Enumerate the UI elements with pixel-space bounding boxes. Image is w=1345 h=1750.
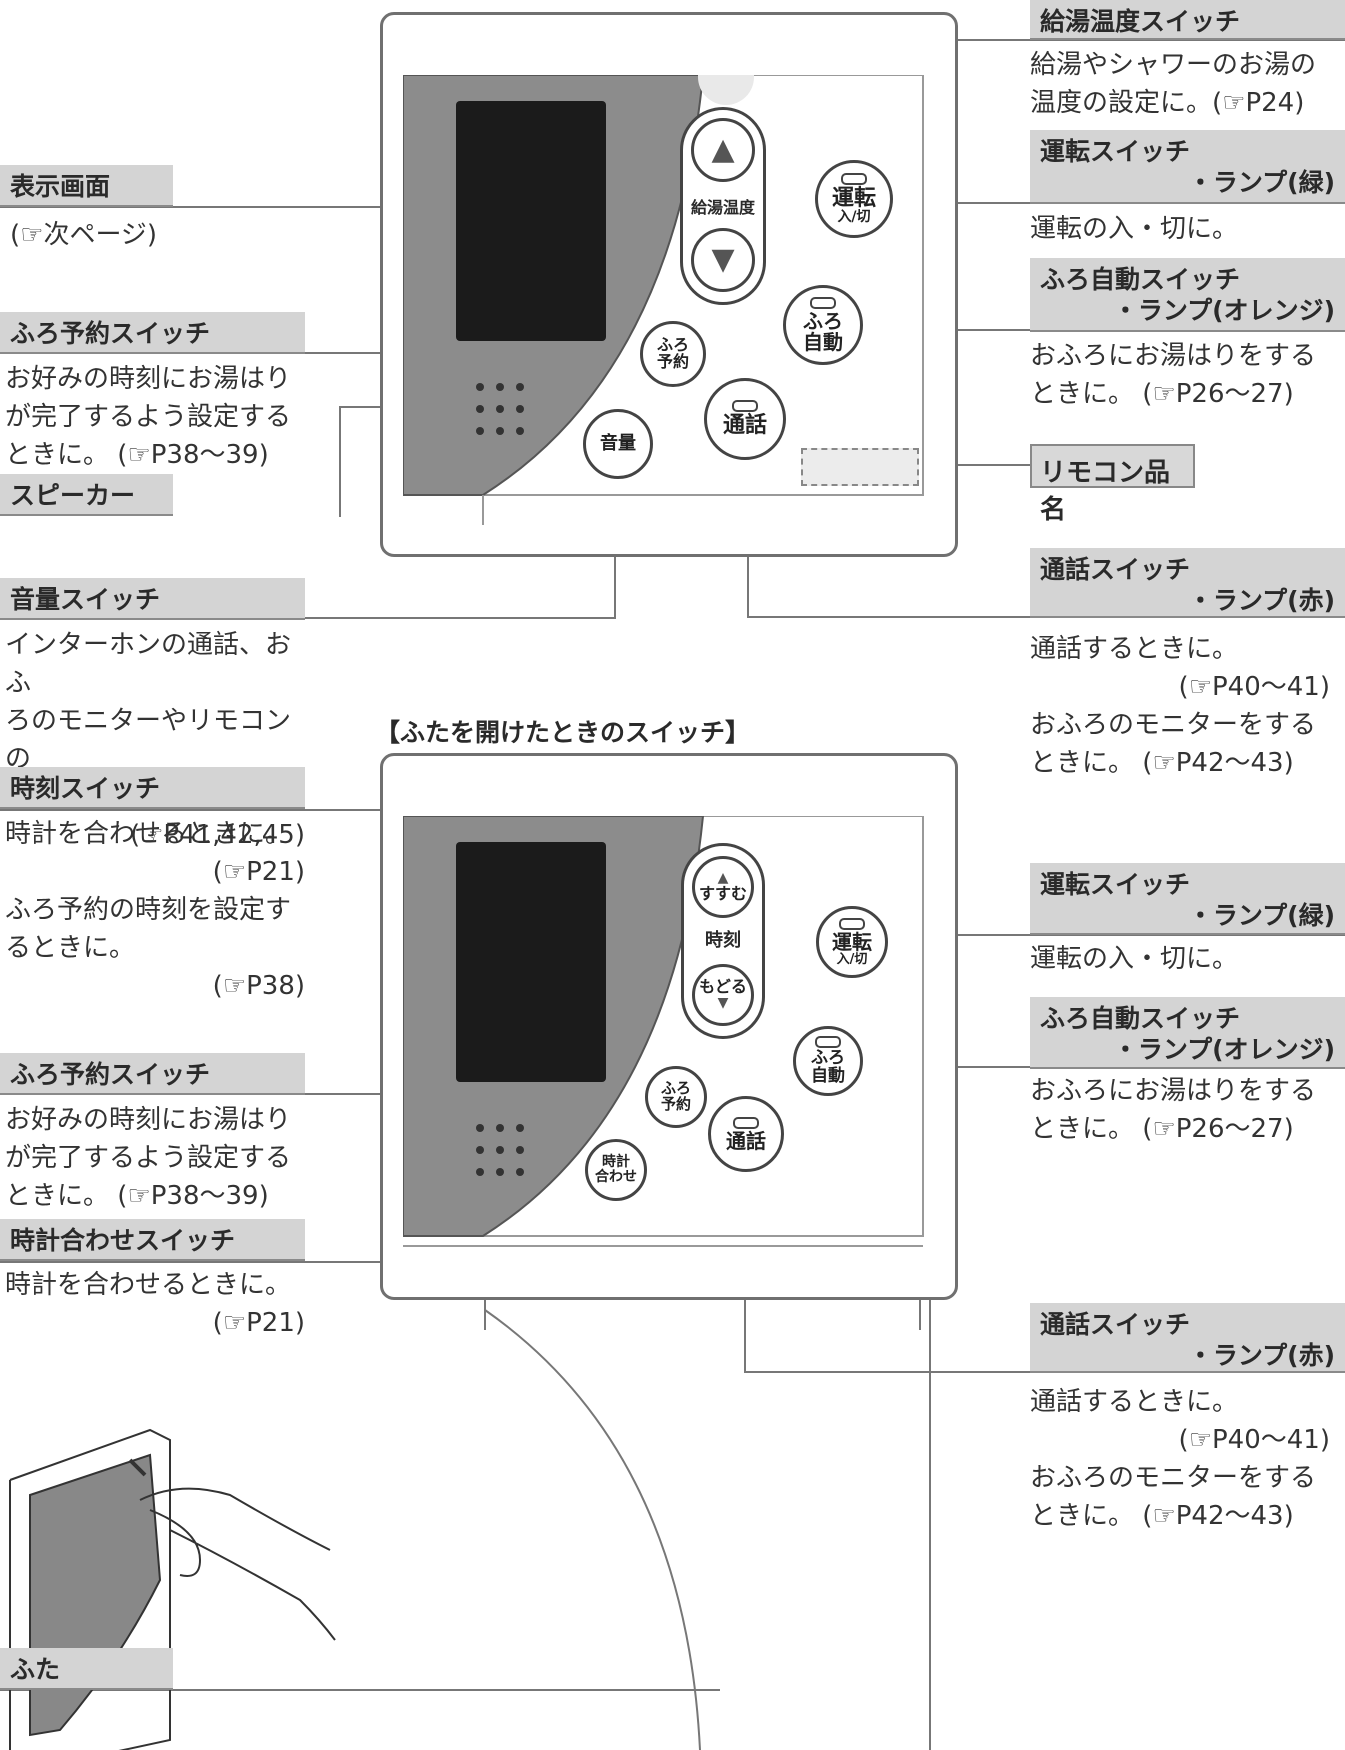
speaker-hole bbox=[476, 1124, 484, 1132]
desc-call-2: 通話するときに。 (☞P40〜41) おふろのモニターをする ときに。 (☞P4… bbox=[1030, 1387, 1330, 1531]
clock-set-button[interactable]: 時計 合わせ bbox=[585, 1139, 647, 1201]
power-button-bottom[interactable]: 運転 入/切 bbox=[816, 906, 888, 978]
label-call-1: 通話スイッチ・ランプ(赤) bbox=[1030, 548, 1345, 618]
speaker-hole bbox=[516, 405, 524, 413]
hot-water-temp-switch[interactable]: ▲ 給湯温度 ▼ bbox=[680, 107, 766, 305]
triangle-up-icon: ▲ bbox=[717, 870, 729, 887]
desc-hot-water-temp: 給湯やシャワーのお湯の 温度の設定に。(☞P24) bbox=[1030, 50, 1317, 118]
triangle-down-icon: ▼ bbox=[717, 995, 729, 1012]
speaker-hole bbox=[516, 427, 524, 435]
label-bath-auto-1: ふろ自動スイッチ・ランプ(オレンジ) bbox=[1030, 258, 1345, 332]
bath-auto-button-bottom[interactable]: ふろ 自動 bbox=[793, 1026, 863, 1096]
clock-forward-button[interactable]: ▲ すすむ bbox=[692, 856, 754, 918]
label-lid: ふた bbox=[0, 1648, 173, 1690]
power-lamp bbox=[841, 173, 867, 186]
volume-button-top[interactable]: 音量 bbox=[583, 409, 653, 479]
display-screen bbox=[456, 101, 606, 341]
speaker-hole bbox=[496, 1146, 504, 1154]
speaker-hole bbox=[516, 383, 524, 391]
label-display-screen: 表示画面 bbox=[0, 165, 173, 207]
speaker-hole bbox=[476, 405, 484, 413]
triangle-up-icon: ▲ bbox=[711, 132, 735, 168]
desc-clock: 時計を合わせるときに。 (☞P21) ふろ予約の時刻を設定す るときに。 (☞P… bbox=[5, 819, 305, 1001]
label-power-2: 運転スイッチ・ランプ(緑) bbox=[1030, 863, 1345, 935]
power-lamp bbox=[839, 917, 865, 930]
speaker-hole bbox=[476, 1168, 484, 1176]
label-model-name: リモコン品名 bbox=[1030, 444, 1195, 525]
desc-clock-set: 時計を合わせるときに。 (☞P21) bbox=[5, 1270, 305, 1338]
subtitle-lid-open: 【ふたを開けたときのスイッチ】 bbox=[375, 718, 751, 747]
hand-illustration bbox=[9, 1428, 336, 1750]
desc-bath-reserve-1: お好みの時刻にお湯はり が完了するよう設定する ときに。 (☞P38〜39) bbox=[5, 364, 292, 470]
bath-reserve-button-top[interactable]: ふろ 予約 bbox=[640, 321, 706, 387]
speaker-hole bbox=[496, 427, 504, 435]
call-button-top[interactable]: 通話 bbox=[704, 378, 786, 460]
speaker-hole bbox=[496, 1124, 504, 1132]
label-call-2: 通話スイッチ・ランプ(赤) bbox=[1030, 1303, 1345, 1373]
triangle-down-icon: ▼ bbox=[711, 242, 735, 278]
bath-auto-lamp bbox=[815, 1036, 841, 1049]
call-lamp bbox=[732, 400, 758, 413]
label-speaker: スピーカー bbox=[0, 474, 173, 516]
label-bath-auto-2: ふろ自動スイッチ・ランプ(オレンジ) bbox=[1030, 997, 1345, 1069]
label-power-1: 運転スイッチ・ランプ(緑) bbox=[1030, 130, 1345, 204]
desc-bath-reserve-2: お好みの時刻にお湯はり が完了するよう設定する ときに。 (☞P38〜39) bbox=[5, 1105, 292, 1211]
bath-auto-lamp bbox=[810, 297, 836, 309]
speaker-hole bbox=[516, 1168, 524, 1176]
label-volume: 音量スイッチ bbox=[0, 578, 305, 620]
display-screen-bottom bbox=[456, 842, 606, 1082]
label-bath-reserve-2: ふろ予約スイッチ bbox=[0, 1053, 305, 1095]
clock-label: 時刻 bbox=[705, 930, 741, 951]
speaker-hole bbox=[496, 405, 504, 413]
power-button-top[interactable]: 運転 入/切 bbox=[815, 160, 893, 238]
temp-label: 給湯温度 bbox=[690, 198, 755, 217]
bath-reserve-button-bottom[interactable]: ふろ 予約 bbox=[645, 1066, 707, 1128]
clock-back-button[interactable]: もどる ▼ bbox=[692, 964, 754, 1026]
speaker-hole bbox=[516, 1146, 524, 1154]
clock-switch[interactable]: ▲ すすむ 時刻 もどる ▼ bbox=[681, 843, 765, 1039]
label-bath-reserve-1: ふろ予約スイッチ bbox=[0, 312, 305, 354]
call-lamp bbox=[733, 1116, 759, 1129]
speaker-hole bbox=[516, 1124, 524, 1132]
desc-call-1: 通話するときに。 (☞P40〜41) おふろのモニターをする ときに。 (☞P4… bbox=[1030, 634, 1330, 778]
desc-bath-auto-1: おふろにお湯はりをする ときに。 (☞P26〜27) bbox=[1030, 341, 1317, 409]
speaker-hole bbox=[476, 383, 484, 391]
desc-bath-auto-2: おふろにお湯はりをする ときに。 (☞P26〜27) bbox=[1030, 1076, 1317, 1144]
label-hot-water-temp: 給湯温度スイッチ bbox=[1030, 0, 1345, 40]
speaker-hole bbox=[476, 1146, 484, 1154]
desc-display-screen: (☞次ページ) bbox=[10, 220, 158, 250]
desc-power-1: 運転の入・切に。 bbox=[1030, 214, 1239, 244]
speaker-hole bbox=[476, 427, 484, 435]
speaker-hole bbox=[496, 1168, 504, 1176]
label-clock-set: 時計合わせスイッチ bbox=[0, 1219, 305, 1261]
model-name-plate bbox=[801, 448, 919, 486]
remote-top: ▲ 給湯温度 ▼ 運転 入/切 ふろ 自動 ふろ 予約 通話 音量 bbox=[380, 12, 958, 557]
remote-bottom: ▲ すすむ 時刻 もどる ▼ 運転 入/切 ふろ 自動 ふろ 予約 通話 時計 … bbox=[380, 753, 958, 1300]
label-clock: 時刻スイッチ bbox=[0, 767, 305, 809]
call-button-bottom[interactable]: 通話 bbox=[708, 1096, 784, 1172]
bath-auto-button-top[interactable]: ふろ 自動 bbox=[783, 285, 863, 365]
temp-up-button[interactable]: ▲ bbox=[691, 118, 755, 182]
speaker-hole bbox=[496, 383, 504, 391]
desc-power-2: 運転の入・切に。 bbox=[1030, 944, 1239, 974]
temp-down-button[interactable]: ▼ bbox=[691, 228, 755, 292]
